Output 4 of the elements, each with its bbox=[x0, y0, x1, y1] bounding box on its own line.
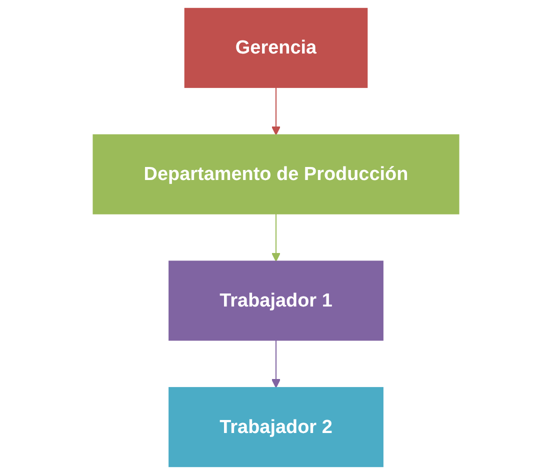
process-box: Trabajador 2 bbox=[168, 387, 384, 468]
process-box: Departamento de Producción bbox=[92, 134, 460, 214]
process-box: Gerencia bbox=[184, 8, 368, 88]
process-box: Trabajador 1 bbox=[168, 260, 384, 341]
